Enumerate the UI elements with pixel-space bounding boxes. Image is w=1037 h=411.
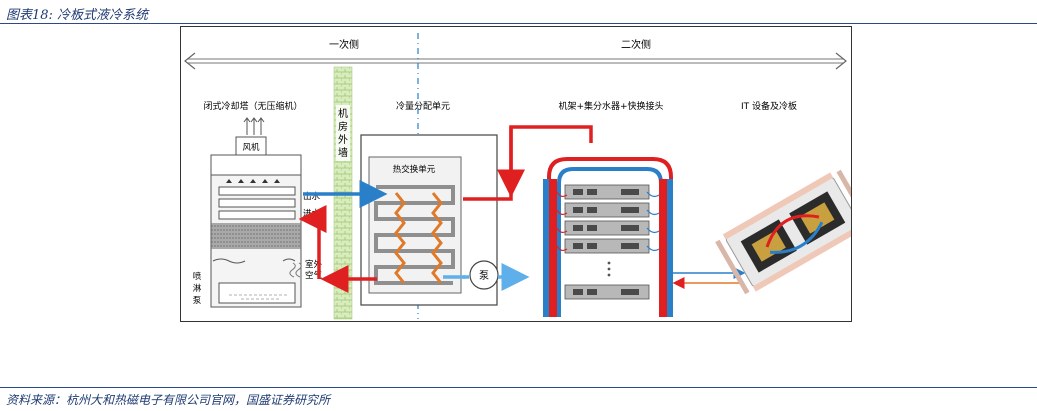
bottom-rule: [0, 387, 1037, 388]
side-span-arrows: [184, 52, 847, 70]
spray-pump-label-2: 淋: [193, 283, 202, 294]
wall-label-1: 机: [338, 107, 348, 120]
heat-exchanger-coils: [394, 192, 443, 284]
it-device-cold-plate: [715, 169, 851, 295]
pump: 泵: [469, 260, 499, 290]
top-rule: [0, 23, 1037, 24]
spray-pump-label-3: 泵: [193, 296, 202, 306]
pump-label: 泵: [479, 270, 489, 282]
source-note: 资料来源：杭州大和热磁电子有限公司官网，国盛证券研究所: [6, 393, 331, 407]
wall-label-3: 外: [338, 134, 348, 146]
water-out-label: 出水: [303, 191, 321, 202]
cooling-tower-label: 闭式冷却塔（无压缩机）: [203, 100, 302, 112]
outdoor-air-label-2: 空气: [305, 270, 323, 281]
liquid-cooling-diagram: 一次侧 二次侧 机 房 外 墙 闭式冷却塔（无压缩机） 风机 出水: [180, 26, 852, 322]
figure-caption: 图表18: 冷板式液冷系统: [6, 8, 149, 23]
outdoor-air-label-1: 室外: [305, 259, 323, 270]
secondary-side-label: 二次侧: [621, 38, 651, 51]
it-device-label: IT 设备及冷板: [741, 100, 797, 112]
spray-pump-label-1: 喷: [193, 271, 202, 282]
cdu-label: 冷量分配单元: [396, 100, 450, 112]
heat-exchanger-label: 热交换单元: [393, 164, 436, 175]
primary-side-label: 一次侧: [329, 38, 359, 51]
heat-exchanger-box: [368, 156, 462, 294]
rack-manifold: [543, 157, 673, 317]
server-units: [556, 184, 660, 300]
cooling-tower: 闭式冷却塔（无压缩机） 风机: [203, 100, 303, 308]
fan-label: 风机: [242, 142, 260, 153]
rack-label: 机架+集分水器+快换接头: [558, 100, 663, 112]
wall-label-2: 房: [338, 120, 348, 133]
wall-label-4: 墙: [338, 146, 348, 159]
